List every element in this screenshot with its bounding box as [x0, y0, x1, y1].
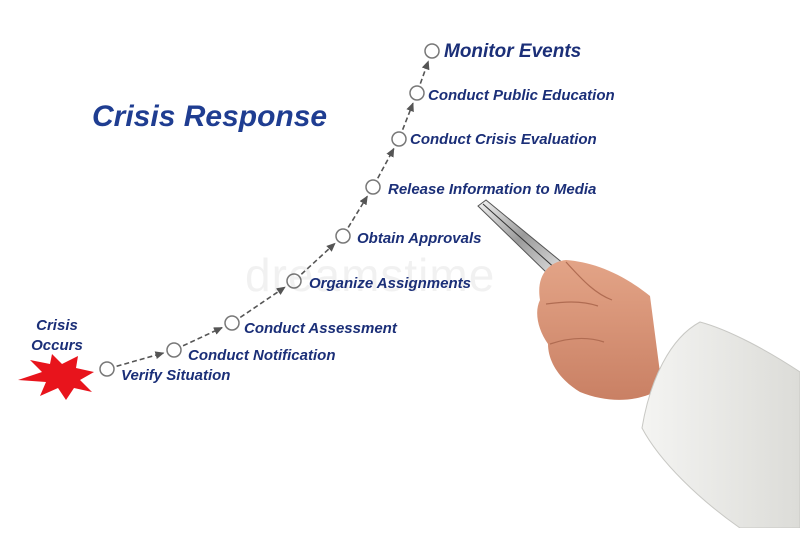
crisis-label: Crisis Occurs: [26, 316, 88, 356]
watermark: dreamstime: [245, 249, 496, 301]
step-node-verify-situation: [99, 361, 115, 377]
connector-arrow: [239, 286, 286, 319]
step-label-obtain-approvals: Obtain Approvals: [357, 230, 482, 247]
connector-arrow: [182, 326, 223, 347]
step-node-release-information-to-media: [365, 179, 381, 195]
connector-arrow: [377, 147, 395, 179]
hand-with-pen-image: [477, 199, 800, 529]
step-node-obtain-approvals: [335, 228, 351, 244]
step-label-conduct-assessment: Conduct Assessment: [244, 320, 397, 337]
connector-arrow: [419, 60, 430, 84]
step-node-monitor-events: [424, 43, 440, 59]
step-label-verify-situation: Verify Situation: [121, 367, 231, 384]
step-label-conduct-crisis-evaluation: Conduct Crisis Evaluation: [410, 131, 597, 148]
connector-arrow: [401, 102, 414, 130]
step-node-organize-assignments: [286, 273, 302, 289]
crisis-label-line2: Occurs: [31, 337, 83, 354]
step-label-conduct-notification: Conduct Notification: [188, 347, 336, 364]
step-node-conduct-assessment: [224, 315, 240, 331]
step-node-conduct-crisis-evaluation: [391, 131, 407, 147]
diagram-title: Crisis Response: [92, 100, 328, 133]
step-label-release-information: Release Information to Media: [388, 181, 597, 198]
step-label-organize-assignments: Organize Assignments: [309, 275, 471, 292]
step-label-conduct-public-education: Conduct Public Education: [428, 87, 615, 104]
step-label-monitor-events: Monitor Events: [444, 41, 582, 62]
crisis-burst-icon: [18, 354, 94, 400]
step-node-conduct-notification: [166, 342, 182, 358]
connector-arrow: [347, 195, 368, 228]
connector-arrow: [116, 351, 165, 368]
crisis-label-line1: Crisis: [36, 317, 78, 334]
step-node-conduct-public-education: [409, 85, 425, 101]
